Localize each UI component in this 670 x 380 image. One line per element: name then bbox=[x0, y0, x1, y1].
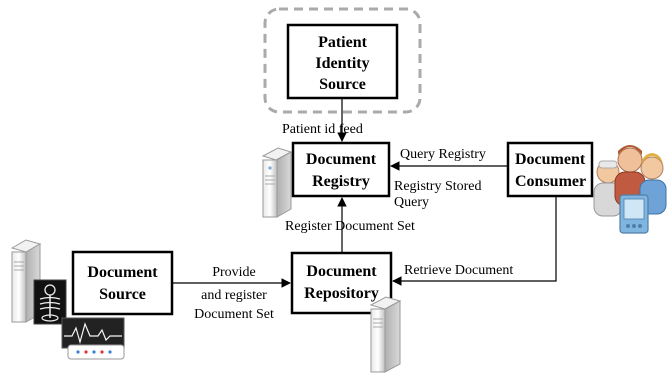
document-registry-box[interactable]: Document Registry bbox=[291, 141, 391, 198]
patient-id-feed-label: Patient id feed bbox=[282, 122, 363, 137]
document-consumer-label-1: Document bbox=[515, 151, 586, 168]
registry-stored-query-label-1: Registry Stored bbox=[394, 179, 482, 194]
patient-identity-source-label-3: Source bbox=[319, 76, 366, 93]
document-repository-label-2: Repository bbox=[304, 285, 379, 302]
patient-identity-source-label-1: Patient bbox=[318, 34, 368, 51]
document-source-label-1: Document bbox=[87, 264, 158, 281]
server-icon bbox=[261, 147, 293, 218]
retrieve-document-arrow bbox=[392, 196, 557, 286]
patient-identity-boundary bbox=[263, 7, 422, 114]
provide-and-register-label-2: and register bbox=[201, 288, 267, 303]
document-consumer-box[interactable]: Document Consumer bbox=[506, 141, 594, 198]
retrieve-document-label: Retrieve Document bbox=[404, 263, 513, 278]
document-registry-label-2: Registry bbox=[312, 173, 370, 190]
provide-and-register-label-1: Provide bbox=[212, 265, 256, 280]
server-icon bbox=[369, 296, 402, 373]
document-consumer-label-2: Consumer bbox=[515, 173, 586, 190]
document-registry-label-1: Document bbox=[306, 151, 377, 168]
patient-identity-source-label-2: Identity bbox=[315, 55, 369, 72]
provide-and-register-label-3: Document Set bbox=[194, 307, 274, 322]
query-registry-label: Query Registry bbox=[400, 147, 486, 162]
registry-stored-query-label-2: Query bbox=[394, 195, 429, 210]
document-source-box[interactable]: Document Source bbox=[71, 250, 174, 316]
register-document-set-label: Register Document Set bbox=[285, 219, 415, 234]
document-repository-label-1: Document bbox=[306, 263, 377, 280]
users-icon bbox=[593, 145, 667, 217]
patient-identity-source-box[interactable]: Patient Identity Source bbox=[286, 23, 399, 100]
pda-icon bbox=[619, 194, 649, 234]
xray-icon bbox=[33, 279, 67, 325]
monitor-icon bbox=[61, 317, 125, 360]
document-source-label-2: Source bbox=[99, 286, 146, 303]
